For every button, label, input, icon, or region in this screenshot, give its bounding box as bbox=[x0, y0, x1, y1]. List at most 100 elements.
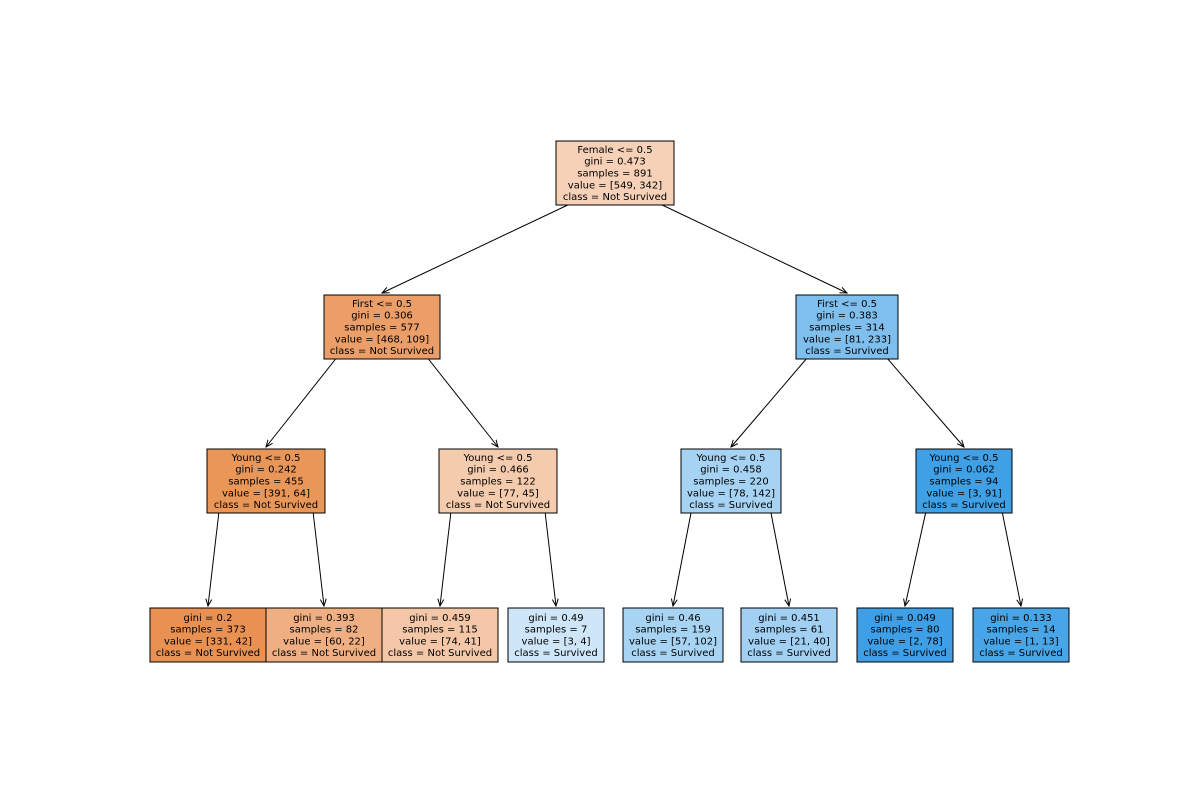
node-text-line: class = Not Survived bbox=[330, 346, 434, 357]
node-text-line: gini = 0.242 bbox=[235, 465, 297, 476]
node-text-line: gini = 0.062 bbox=[933, 465, 995, 476]
node-text-line: gini = 0.473 bbox=[584, 157, 646, 168]
node-text-line: class = Survived bbox=[747, 648, 830, 659]
node-text-line: First <= 0.5 bbox=[352, 299, 412, 310]
node-text-line: value = [3, 91] bbox=[926, 488, 1001, 499]
tree-edge-arrow bbox=[312, 512, 324, 606]
node-text-line: Young <= 0.5 bbox=[231, 453, 301, 464]
node-box bbox=[206, 448, 326, 514]
node-box bbox=[740, 607, 838, 663]
node-text-line: value = [331, 42] bbox=[164, 636, 252, 647]
node-box bbox=[381, 607, 499, 663]
node-box bbox=[856, 607, 954, 663]
node-text-line: Young <= 0.5 bbox=[929, 453, 999, 464]
tree-edge-arrow bbox=[673, 512, 692, 606]
node-text-line: value = [391, 64] bbox=[222, 488, 310, 499]
node-text-line: samples = 61 bbox=[754, 625, 823, 636]
node-text-line: samples = 122 bbox=[460, 477, 535, 488]
tree-edge-arrow bbox=[1001, 512, 1021, 606]
node-text-line: class = Survived bbox=[922, 500, 1005, 511]
node-text-line: class = Not Survived bbox=[446, 500, 550, 511]
node-text-line: value = [78, 142] bbox=[687, 488, 775, 499]
node-text-line: Female <= 0.5 bbox=[577, 145, 652, 156]
node-text-line: samples = 94 bbox=[929, 477, 998, 488]
node-text-line: samples = 373 bbox=[170, 625, 245, 636]
node-box bbox=[149, 607, 267, 663]
node-box bbox=[622, 607, 724, 663]
node-text-line: gini = 0.46 bbox=[645, 613, 700, 624]
node-text-line: value = [57, 102] bbox=[629, 636, 717, 647]
node-box bbox=[507, 607, 605, 663]
node-text-line: samples = 7 bbox=[525, 625, 588, 636]
node-box bbox=[323, 294, 441, 360]
node-text-line: samples = 115 bbox=[402, 625, 477, 636]
node-text-line: samples = 220 bbox=[693, 477, 768, 488]
node-text-line: class = Not Survived bbox=[563, 192, 667, 203]
node-text-line: value = [81, 233] bbox=[803, 334, 891, 345]
node-text-line: samples = 14 bbox=[986, 625, 1055, 636]
node-text-line: class = Survived bbox=[514, 648, 597, 659]
node-box bbox=[555, 140, 675, 206]
node-text-line: gini = 0.133 bbox=[990, 613, 1052, 624]
node-text-line: samples = 314 bbox=[809, 323, 884, 334]
node-box bbox=[915, 448, 1013, 514]
node-text-line: class = Survived bbox=[689, 500, 772, 511]
node-text-line: gini = 0.458 bbox=[700, 465, 762, 476]
node-text-line: class = Not Survived bbox=[214, 500, 318, 511]
node-text-line: Young <= 0.5 bbox=[696, 453, 766, 464]
node-text-line: value = [77, 45] bbox=[457, 488, 539, 499]
tree-edges bbox=[208, 204, 1021, 606]
tree-edge-arrow bbox=[887, 358, 964, 447]
node-box bbox=[680, 448, 782, 514]
node-text-line: class = Survived bbox=[979, 648, 1062, 659]
tree-edge-arrow bbox=[905, 512, 927, 606]
node-text-line: samples = 82 bbox=[289, 625, 358, 636]
node-text-line: value = [468, 109] bbox=[335, 334, 429, 345]
node-box bbox=[795, 294, 899, 360]
node-text-line: class = Survived bbox=[805, 346, 888, 357]
tree-edge-arrow bbox=[382, 204, 569, 293]
node-text-line: class = Not Survived bbox=[156, 648, 260, 659]
node-box bbox=[438, 448, 558, 514]
tree-edge-arrow bbox=[208, 512, 220, 606]
node-text-line: samples = 455 bbox=[228, 477, 303, 488]
node-text-line: class = Survived bbox=[631, 648, 714, 659]
node-text-line: value = [1, 13] bbox=[983, 636, 1058, 647]
node-box bbox=[972, 607, 1070, 663]
tree-edge-arrow bbox=[731, 358, 807, 447]
tree-edge-arrow bbox=[440, 512, 452, 606]
node-text-line: class = Not Survived bbox=[272, 648, 376, 659]
node-text-line: value = [549, 342] bbox=[568, 180, 662, 191]
tree-edge-arrow bbox=[770, 512, 789, 606]
node-text-line: value = [21, 40] bbox=[748, 636, 830, 647]
node-text-line: samples = 80 bbox=[870, 625, 939, 636]
node-text-line: class = Not Survived bbox=[388, 648, 492, 659]
node-text-line: value = [2, 78] bbox=[867, 636, 942, 647]
node-text-line: class = Survived bbox=[863, 648, 946, 659]
node-text-line: gini = 0.466 bbox=[467, 465, 529, 476]
node-text-line: gini = 0.451 bbox=[758, 613, 820, 624]
node-text-line: First <= 0.5 bbox=[817, 299, 877, 310]
tree-edge-arrow bbox=[266, 358, 336, 447]
node-text-line: gini = 0.459 bbox=[409, 613, 471, 624]
node-text-line: Young <= 0.5 bbox=[463, 453, 533, 464]
node-text-line: gini = 0.393 bbox=[293, 613, 355, 624]
node-text-line: gini = 0.049 bbox=[874, 613, 936, 624]
node-box bbox=[265, 607, 383, 663]
